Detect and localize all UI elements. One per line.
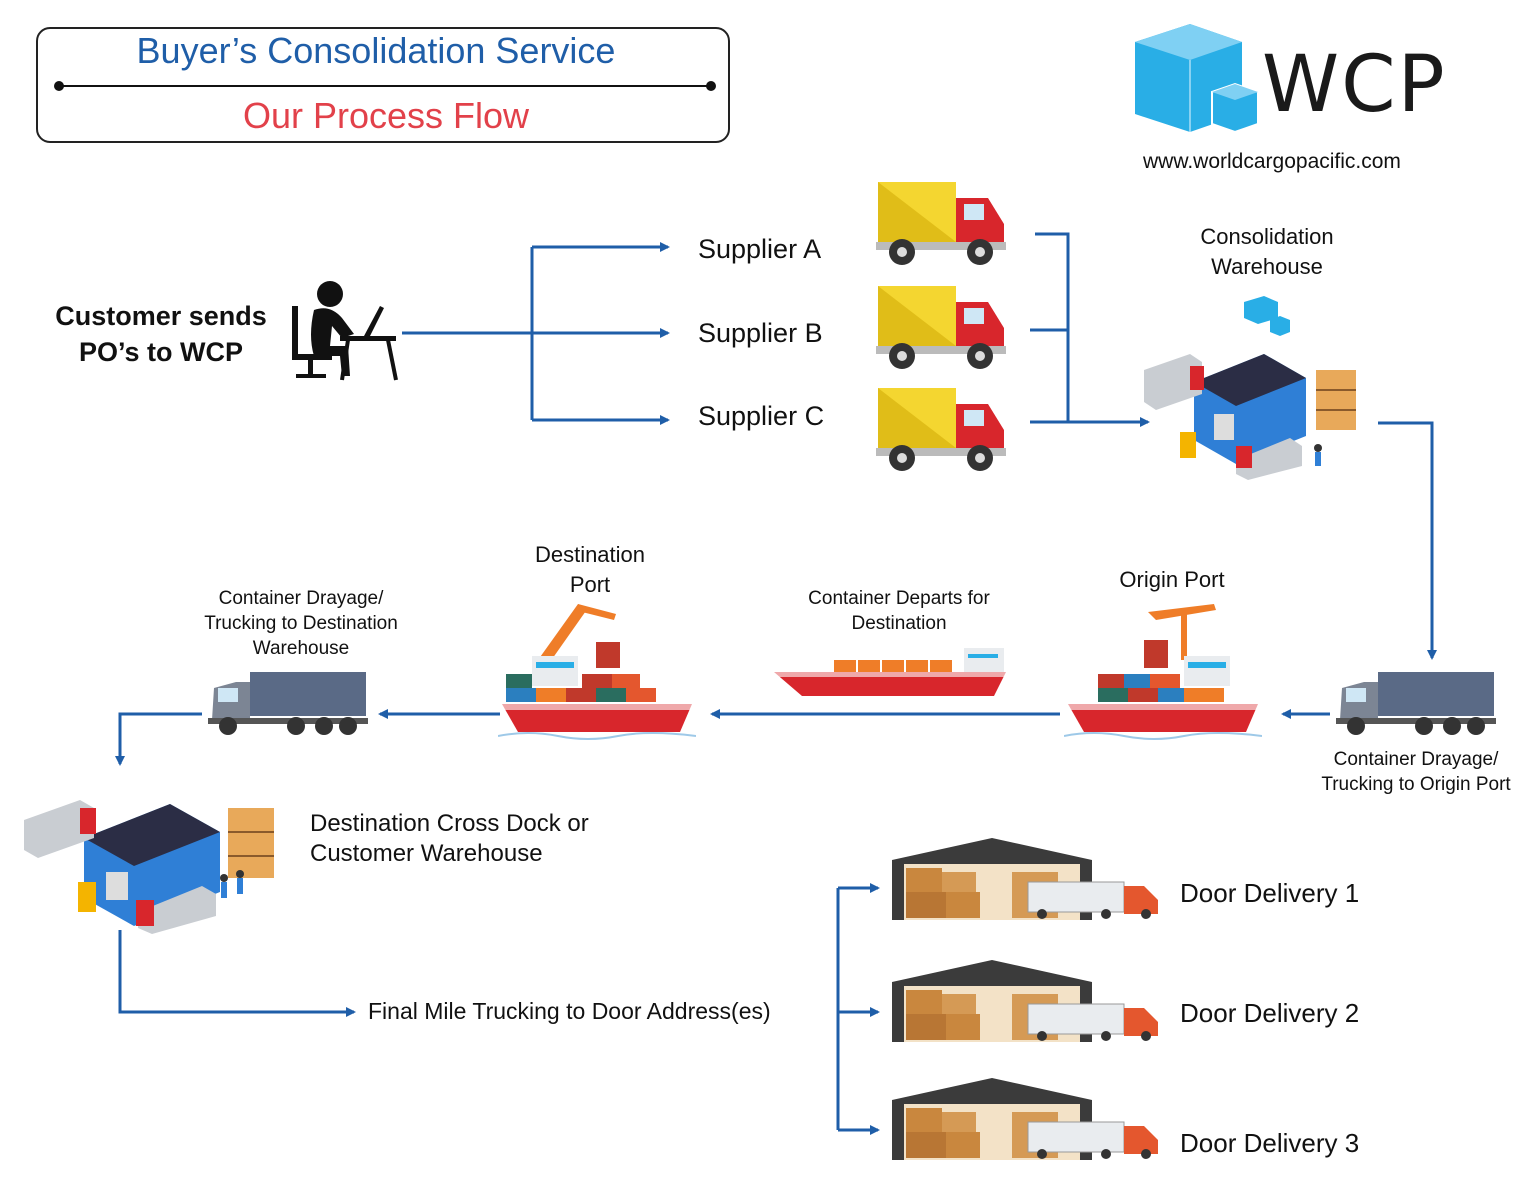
page-subtitle: Our Process Flow bbox=[242, 95, 530, 136]
door-delivery-1-label: Door Delivery 1 bbox=[1180, 878, 1360, 908]
consolidation-warehouse-label: Consolidation Warehouse bbox=[1200, 224, 1334, 279]
supplier-a-truck-icon bbox=[876, 182, 1006, 265]
divider-dot-left bbox=[54, 81, 64, 91]
title-divider bbox=[58, 85, 712, 87]
final-mile-label: Final Mile Trucking to Door Address(es) bbox=[368, 998, 771, 1024]
door-delivery-2-icon bbox=[892, 960, 1158, 1042]
supplier-b-label: Supplier B bbox=[698, 318, 823, 348]
wcp-logo-text: WCP bbox=[1262, 40, 1447, 130]
container-departs-label: Container Departs for Destination bbox=[808, 588, 990, 634]
door-delivery-3-label: Door Delivery 3 bbox=[1180, 1128, 1360, 1158]
website-url[interactable]: www.worldcargopacific.com bbox=[1143, 150, 1401, 173]
divider-dot-right bbox=[706, 81, 716, 91]
door-delivery-2-label: Door Delivery 2 bbox=[1180, 998, 1360, 1028]
cross-dock-label: Destination Cross Dock or Customer Wareh… bbox=[310, 810, 589, 867]
consolidation-warehouse-icon bbox=[1144, 296, 1356, 480]
origin-port-label: Origin Port bbox=[1119, 567, 1225, 592]
destination-port-ship-icon bbox=[498, 604, 696, 740]
destination-port-label: Destination Port bbox=[534, 542, 646, 597]
wcp-cube-logo-icon bbox=[1135, 24, 1259, 134]
door-delivery-1-icon bbox=[892, 838, 1158, 920]
customer-label: Customer sends PO’s to WCP bbox=[55, 301, 267, 367]
destination-drayage-truck-icon bbox=[208, 672, 368, 735]
origin-drayage-label: Container Drayage/ Trucking to Origin Po… bbox=[1321, 749, 1511, 795]
destination-drayage-label: Container Drayage/ Trucking to Destinati… bbox=[204, 588, 398, 659]
supplier-c-label: Supplier C bbox=[698, 401, 825, 431]
page-title: Buyer’s Consolidation Service bbox=[136, 30, 616, 71]
cargo-ship-at-sea-icon bbox=[774, 648, 1006, 696]
supplier-c-truck-icon bbox=[876, 388, 1006, 471]
destination-cross-dock-icon bbox=[24, 800, 274, 934]
supplier-b-truck-icon bbox=[876, 286, 1006, 369]
person-at-laptop-icon bbox=[292, 281, 398, 381]
door-delivery-3-icon bbox=[892, 1078, 1158, 1160]
origin-drayage-truck-icon bbox=[1336, 672, 1496, 735]
origin-port-ship-icon bbox=[1064, 604, 1262, 740]
supplier-a-label: Supplier A bbox=[698, 234, 822, 264]
